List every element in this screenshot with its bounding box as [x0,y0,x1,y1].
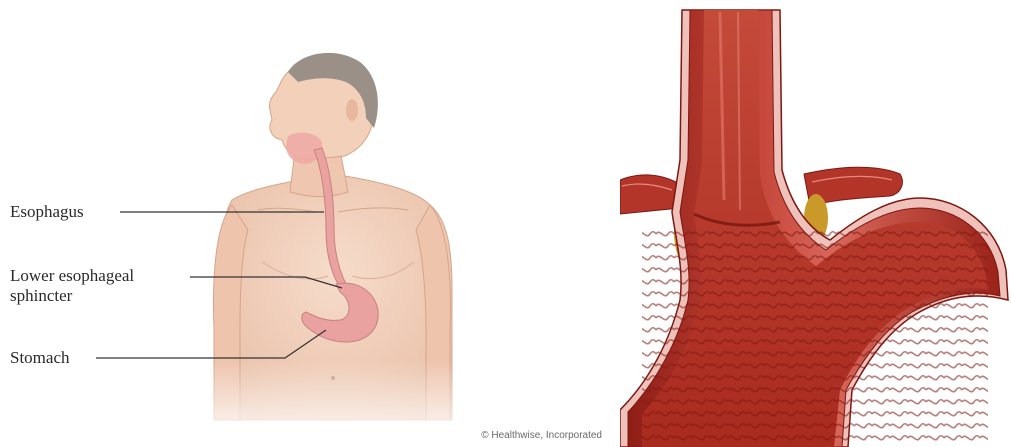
label-lower-esophageal-sphincter-line2: sphincter [10,286,72,305]
anatomy-figure-panel: Esophagus Lower esophageal sphincter Sto… [0,0,610,447]
ear [346,99,358,121]
body-illustration [0,0,610,447]
esophagus-closeup-panel [620,0,1011,447]
esophagus-cross-section-illustration [620,0,1011,447]
stomach-rugae-texture [642,230,988,447]
label-stomach: Stomach [10,348,70,367]
diaphragm-left [620,175,680,214]
label-esophagus: Esophagus [10,202,84,221]
label-lower-esophageal-sphincter-line1: Lower esophageal [10,266,134,285]
copyright-credit: © Healthwise, Incorporated [481,430,602,441]
